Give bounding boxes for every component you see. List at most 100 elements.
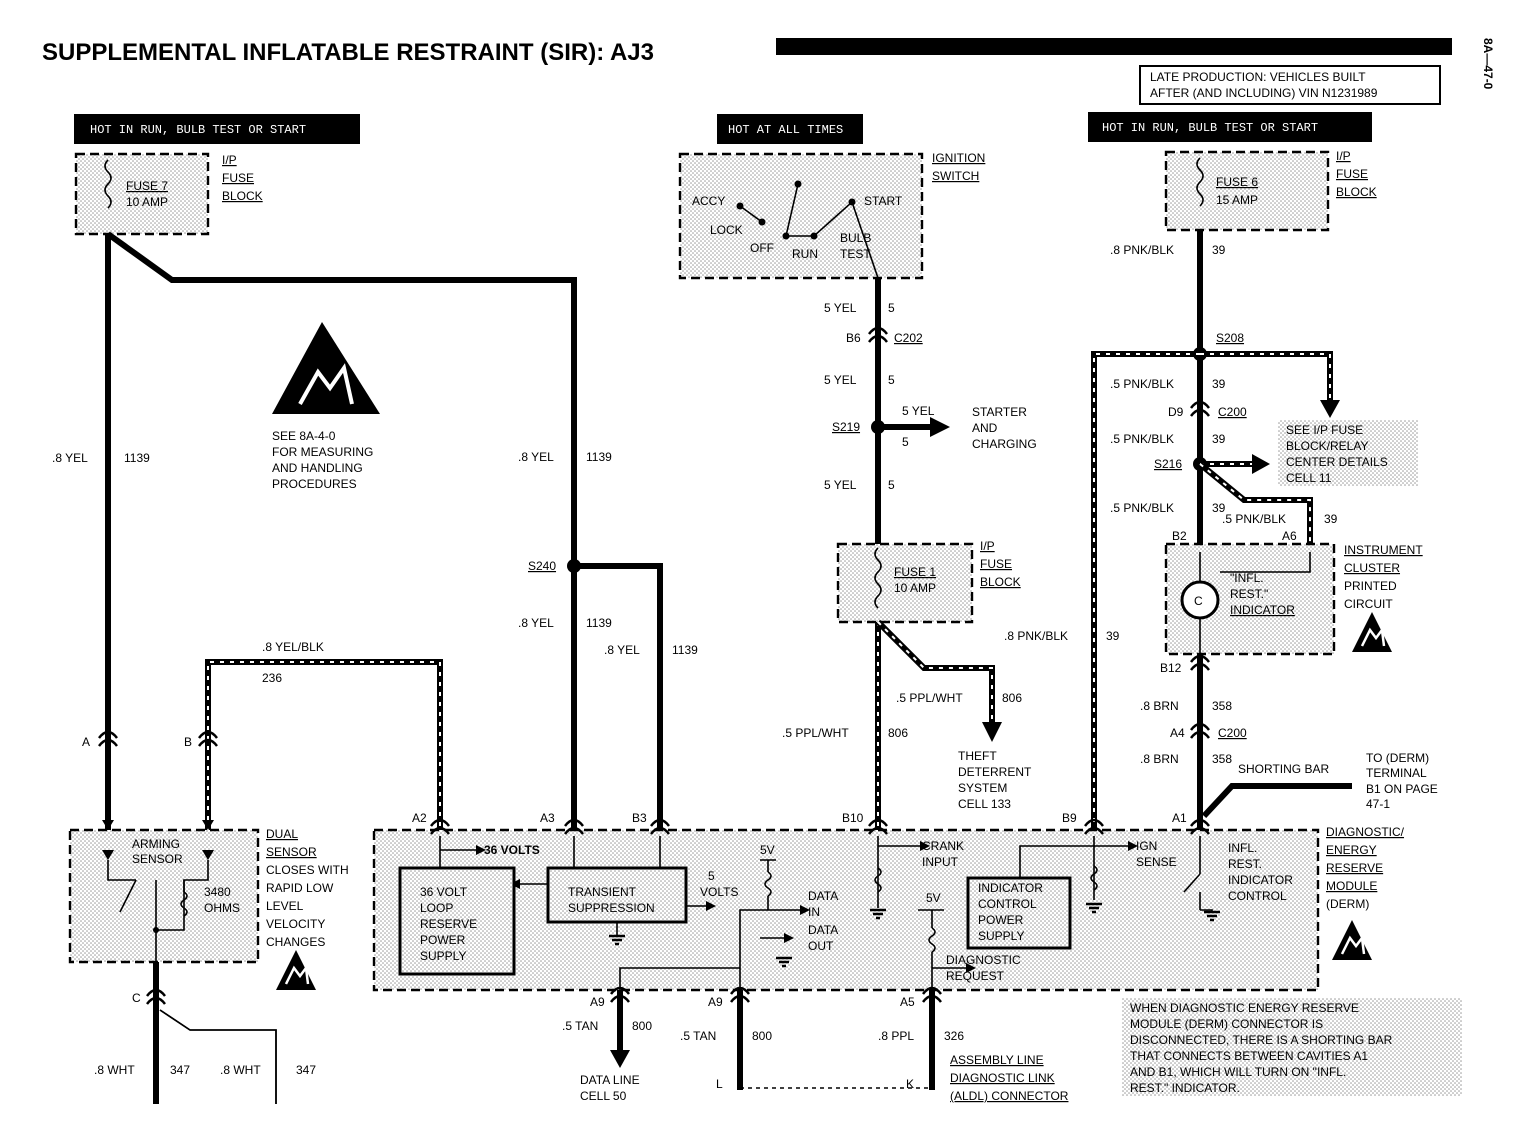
wire-label: .8 YEL [518,450,554,464]
aldl-label: (ALDL) CONNECTOR [950,1089,1069,1103]
connector-b9: B9 [1062,811,1077,825]
wire-number: 326 [944,1029,964,1043]
infl-control-label: CONTROL [1228,889,1287,903]
loop-reserve-label: POWER [420,933,466,947]
esd-note: FOR MEASURING [272,445,373,459]
instrument-cluster: B2 A6 C "INFL. REST." INDICATOR INSTRUME… [1164,529,1423,656]
wire-number: 236 [262,671,282,685]
derm-label: DIAGNOSTIC/ [1326,825,1405,839]
wire-number: 800 [752,1029,772,1043]
wire-label: .5 PPL/WHT [782,726,849,740]
wire-number: 39 [1106,629,1120,643]
indicator-ps-label: CONTROL [978,897,1037,911]
fuse-1-amp: 10 AMP [894,581,936,595]
theft-deterrent: SYSTEM [958,781,1007,795]
see-ip-line: SEE I/P FUSE [1286,423,1363,437]
fuse-1-label: FUSE 1 [894,565,936,579]
esd-warning-icon [1330,918,1374,962]
fuse-1-block-label: FUSE [980,557,1012,571]
connector-b12: B12 [1160,661,1182,675]
cluster-label: PRINTED [1344,579,1397,593]
esd-note: AND HANDLING [272,461,363,475]
connector-b6: B6 [846,331,861,345]
ignition-switch: IGNITION SWITCH ACCY LOCK OFF RUN START … [678,151,985,280]
fuse-1-block: FUSE 1 10 AMP I/P FUSE BLOCK [836,539,1021,624]
aldl-pin-k: K [906,1077,914,1091]
wire-label: .8 YEL/BLK [262,640,324,654]
wire-label: .8 YEL [518,616,554,630]
ignition-switch-label: IGNITION [932,151,985,165]
derm-note-line: DISCONNECTED, THERE IS A SHORTING BAR [1130,1033,1393,1047]
connector-a: A [82,735,90,749]
header-right: HOT IN RUN, BULB TEST OR START [1088,112,1372,142]
wire-label: 5 YEL [824,301,857,315]
wire-label: .8 WHT [220,1063,261,1077]
derm-note-line: WHEN DIAGNOSTIC ENERGY RESERVE [1130,1001,1359,1015]
off-label: OFF [750,241,774,255]
starter-charging: STARTER [972,405,1027,419]
loop-reserve-label: LOOP [420,901,453,915]
splice-s216-label: S216 [1154,457,1182,471]
connector-a2: A2 [412,811,427,825]
derm-note-line: AND B1, WHICH WILL TURN ON "INFL. [1130,1065,1346,1079]
aldl-label: ASSEMBLY LINE [950,1053,1044,1067]
wire-1139-branch [574,563,663,830]
wire-label: .8 PNK/BLK [1004,629,1068,643]
start-label: START [864,194,903,208]
header-left: HOT IN RUN, BULB TEST OR START [74,114,360,144]
wire-number: 1139 [586,450,612,464]
diag-request-label: DIAGNOSTIC [946,953,1021,967]
header-center-text: HOT AT ALL TIMES [728,123,843,137]
data-in-label: IN [808,905,820,919]
fuse-1-block-label: BLOCK [980,575,1021,589]
infl-control-label: REST. [1228,857,1262,871]
theft-deterrent: THEFT [958,749,997,763]
volts-36-label: 36 VOLTS [484,843,540,857]
wire-number: 5 [888,373,895,387]
fuse-7-block-label: BLOCK [222,189,263,203]
see-ip-line: CELL 11 [1286,471,1332,485]
v5-label: 5V [926,891,941,905]
wire-label: .8 PPL [878,1029,914,1043]
connector-b3: B3 [632,811,647,825]
connector-b2: B2 [1172,529,1187,543]
aldl-pin-l: L [716,1077,723,1091]
shorting-bar-to: B1 ON PAGE [1366,782,1438,796]
wire-label: .5 PNK/BLK [1110,501,1174,515]
cluster-label: INSTRUMENT [1344,543,1423,557]
fuse-1-block-label: I/P [980,539,995,553]
dual-sensor-label: DUAL [266,827,298,841]
wire-label: .8 BRN [1140,699,1179,713]
connector-a3: A3 [540,811,555,825]
wire-number: 39 [1212,377,1226,391]
connector-b10: B10 [842,811,864,825]
connector-a1: A1 [1172,811,1187,825]
connector-a4: A4 [1170,726,1185,740]
fuse-6-amp: 15 AMP [1216,193,1258,207]
late-production-line: AFTER (AND INCLUDING) VIN N1231989 [1150,86,1378,100]
fuse-7-block: FUSE 7 10 AMP I/P FUSE BLOCK [74,152,263,236]
dual-sensor-desc: LEVEL [266,899,304,913]
wire-label: 5 YEL [902,404,935,418]
esd-warning-icon [1350,610,1394,654]
wire-label: .5 PNK/BLK [1110,432,1174,446]
derm-label: ENERGY [1326,843,1377,857]
wire-label: .8 PNK/BLK [1110,243,1174,257]
title-bar [776,38,1452,55]
resistor-value: 3480 [204,885,231,899]
dual-sensor-label: SENSOR [266,845,317,859]
splice-s240-label: S240 [528,559,556,573]
data-out-label: OUT [808,939,834,953]
wire-number: 1139 [672,643,698,657]
wire-number: 5 [888,478,895,492]
dual-sensor-desc: CHANGES [266,935,325,949]
derm-note-line: REST." INDICATOR. [1130,1081,1240,1095]
fuse-7-block-label: FUSE [222,171,254,185]
connector-a5: A5 [900,995,915,1009]
shorting-bar [1201,783,1352,819]
fuse-7-label: FUSE 7 [126,179,168,193]
data-out-label: DATA [808,923,838,937]
bulb-symbol: C [1194,594,1203,608]
indicator-ps-label: POWER [978,913,1024,927]
wire-label: 5 YEL [824,373,857,387]
